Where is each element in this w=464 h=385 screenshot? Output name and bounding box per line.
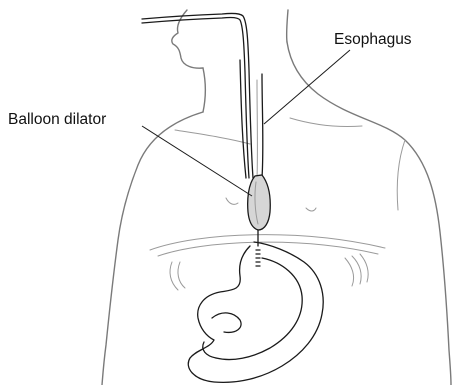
body-outline [102, 10, 451, 385]
guide-wire [256, 230, 260, 266]
balloon-dilator-label: Balloon dilator [8, 111, 106, 128]
balloon-dilator-shape [248, 175, 271, 230]
chest-mark-right [306, 208, 316, 211]
catheter [142, 13, 263, 178]
catheter-tube-outer [142, 13, 253, 178]
ribs-right [345, 254, 368, 286]
shoulder-crease [397, 140, 405, 210]
ribcage-arc-inner [158, 242, 378, 256]
esophagus-leader-line [264, 50, 350, 124]
stomach-fold [212, 313, 241, 332]
neck-back [287, 42, 451, 385]
catheter-tube-inner [142, 17, 249, 178]
esophagus-wall-right [262, 74, 263, 178]
chest-mark-left [226, 198, 238, 204]
stomach-inner-curve [216, 258, 302, 360]
clavicle-right [290, 118, 362, 127]
esophagus-label: Esophagus [334, 31, 412, 48]
stomach-outline [188, 242, 323, 382]
ribs-left [170, 262, 185, 290]
back-of-head [287, 10, 288, 42]
balloon-dilator-leader-line [142, 126, 252, 196]
clavicle-left [175, 130, 250, 144]
neck-front [203, 68, 205, 112]
